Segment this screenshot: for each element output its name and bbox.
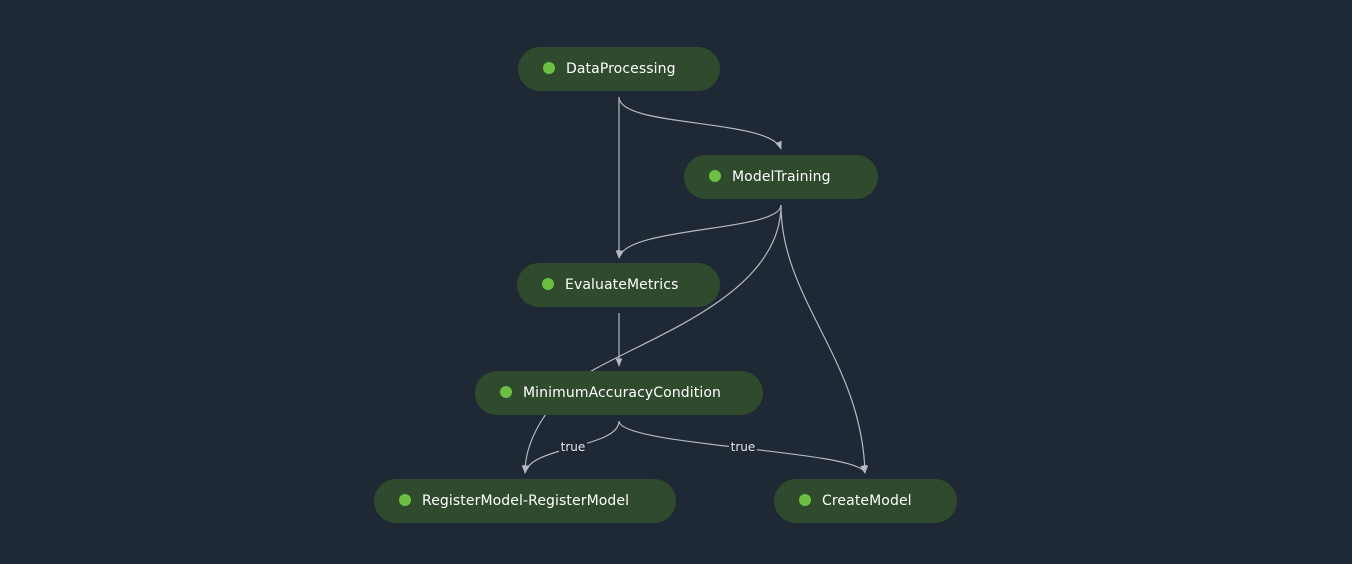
step-node-dataprocessing[interactable]: DataProcessing: [518, 47, 720, 91]
step-label: ModelTraining: [732, 169, 831, 185]
step-node-evaluatemetrics[interactable]: EvaluateMetrics: [517, 263, 720, 307]
step-node-modeltraining[interactable]: ModelTraining: [684, 155, 878, 199]
step-node-createmodel[interactable]: CreateModel: [774, 479, 957, 523]
status-succeeded-dot-icon: [399, 494, 411, 506]
step-label: EvaluateMetrics: [565, 277, 679, 293]
status-succeeded-dot-icon: [542, 278, 554, 290]
step-label: MinimumAccuracyCondition: [523, 385, 722, 401]
step-node-registermodel[interactable]: RegisterModel-RegisterModel: [374, 479, 676, 523]
svg-text:true: true: [561, 440, 586, 454]
status-succeeded-dot-icon: [799, 494, 811, 506]
edge-label-true-createmodel: true: [729, 439, 757, 454]
step-label: RegisterModel-RegisterModel: [422, 493, 630, 509]
step-label: CreateModel: [822, 493, 912, 509]
edge-modeltraining-to-createmodel: [780, 204, 869, 474]
edge-dataprocessing-to-modeltraining: [618, 96, 782, 150]
step-label: DataProcessing: [566, 61, 676, 77]
edge-modeltraining-to-evaluatemetrics: [617, 204, 782, 259]
edge-label-true-registermodel: true: [559, 439, 587, 454]
step-node-minimumaccuracycondition[interactable]: MinimumAccuracyCondition: [475, 371, 763, 415]
edge-modeltraining-to-registermodel: [521, 204, 782, 474]
status-succeeded-dot-icon: [543, 62, 555, 74]
svg-text:true: true: [731, 440, 756, 454]
status-succeeded-dot-icon: [709, 170, 721, 182]
status-succeeded-dot-icon: [500, 386, 512, 398]
